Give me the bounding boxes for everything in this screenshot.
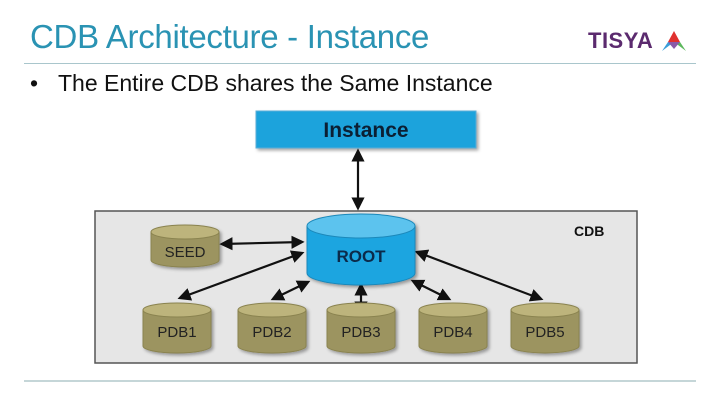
footer-divider	[24, 380, 696, 382]
pdb3-label: PDB3	[341, 324, 380, 341]
instance-label: Instance	[323, 119, 408, 142]
pdb4-database	[418, 302, 488, 354]
cdb-label: CDB	[574, 223, 604, 239]
pdb2-label: PDB2	[252, 324, 291, 341]
root-database	[306, 213, 416, 286]
bullet-marker: •	[30, 70, 39, 96]
tisya-logo: TISYA	[588, 28, 687, 54]
pdb1-database	[142, 302, 212, 354]
tisya-triangle-logo-icon	[662, 31, 687, 51]
pdb2-database	[237, 302, 307, 354]
bullet-point: • The Entire CDB shares the Same Instance	[30, 70, 493, 97]
logo-text: TISYA	[588, 28, 654, 53]
instance-box	[255, 110, 477, 149]
connector-root-pdb2	[270, 280, 311, 301]
slide-title: CDB Architecture - Instance	[30, 18, 430, 55]
pdb5-database	[510, 302, 580, 354]
pdb4-label: PDB4	[433, 324, 472, 341]
seed-label: SEED	[165, 244, 206, 261]
pdb3-database	[326, 302, 396, 354]
title-divider	[24, 63, 696, 64]
pdb1-label: PDB1	[157, 324, 196, 341]
seed-database	[150, 224, 220, 268]
root-label: ROOT	[336, 247, 386, 266]
connector-root-pdb5	[414, 249, 544, 302]
bullet-text: The Entire CDB shares the Same Instance	[58, 70, 493, 96]
connector-root-seed	[219, 235, 305, 251]
connector-root-pdb1	[177, 250, 305, 301]
pdb5-label: PDB5	[525, 324, 564, 341]
